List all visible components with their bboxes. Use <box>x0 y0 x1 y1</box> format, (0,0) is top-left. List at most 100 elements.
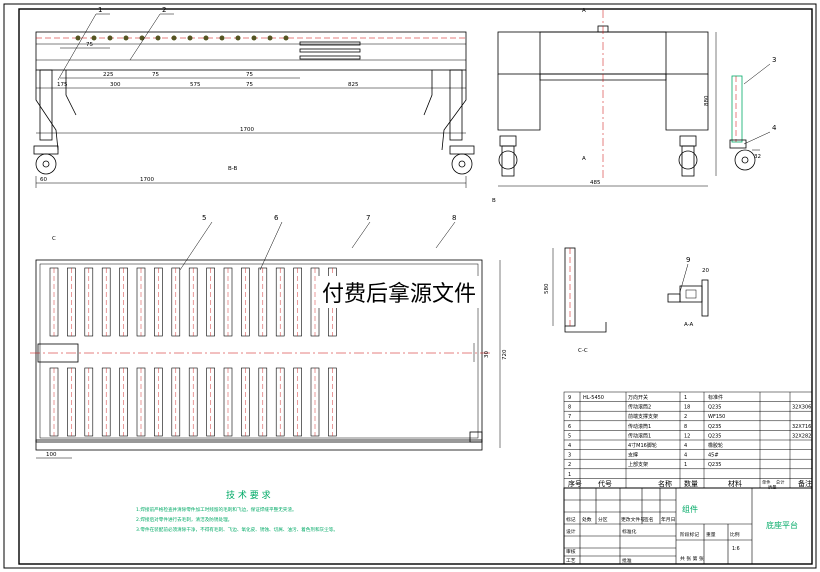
bom-cell-no: 4 <box>568 443 571 449</box>
bom-cell-no: 6 <box>568 424 571 430</box>
bom-header-unit-mass: 单件 <box>762 478 770 485</box>
view-label-c: C <box>52 236 56 242</box>
view-label-b: B <box>492 198 496 204</box>
bom-cell-name: 传动滚筒1 <box>628 423 651 430</box>
bom-cell-name: 支撑 <box>628 452 638 459</box>
callout-1: 1 <box>98 6 102 14</box>
view-label-aa: A-A <box>684 322 694 328</box>
callout-4: 4 <box>772 124 777 132</box>
bom-table <box>563 391 813 489</box>
detail-9 <box>667 279 709 317</box>
tb-mark: 标记 <box>566 516 576 523</box>
bom-cell-no: 7 <box>568 414 571 420</box>
dim-front-mid-3: 75 <box>246 82 253 88</box>
bom-cell-material: Q235 <box>708 462 721 468</box>
detail-3-dim-text: 32 <box>754 154 761 160</box>
bom-cell-no: 3 <box>568 453 571 459</box>
tb-weight: 重量 <box>706 531 716 538</box>
roller-dots <box>75 35 289 41</box>
dim-detail3-width: 32 <box>754 154 761 160</box>
bom-cell-note: 32X282 <box>792 433 811 439</box>
tech-req-item-1: 1.焊接前严格检查并清除零件加工时残留的毛刺和飞边，保证焊缝平整无夹渣。 <box>136 506 297 513</box>
bom-cell-material: Q235 <box>708 405 721 411</box>
callout-2: 2 <box>162 6 166 14</box>
dim-front-base: 1700 <box>140 177 154 183</box>
callout-7: 7 <box>366 214 370 222</box>
detail-9-text: 20 A-A <box>684 268 709 328</box>
tb-review: 审核 <box>566 548 576 555</box>
front-dimensions <box>35 47 467 188</box>
dim-front-top-2: 75 <box>152 72 159 78</box>
dim-front-mid-2: 575 <box>190 82 201 88</box>
bom-cell-qty: 4 <box>684 453 687 459</box>
bom-header-note: 备注 <box>798 479 812 488</box>
view-label-a-bottom: A <box>582 156 586 162</box>
bom-header-no: 序号 <box>568 479 582 488</box>
callout-leaders <box>57 13 771 293</box>
plan-dimensions <box>36 260 501 459</box>
tb-scale-value: 1:6 <box>732 546 740 552</box>
dim-front-top-1: 225 <box>103 72 114 78</box>
dim-detail9-width: 20 <box>702 268 709 274</box>
bom-cell-name: 传动滚筒1 <box>628 432 651 439</box>
bom-cell-qty: 18 <box>684 405 690 411</box>
dim-front-mid-4: 825 <box>348 82 359 88</box>
bom-cell-name: 前端支撑支架 <box>628 413 658 420</box>
bom-cell-qty: 1 <box>684 395 687 401</box>
bom-cell-name: 4寸M16脚轮 <box>628 442 657 449</box>
plan-dim-text: 720 100 30 C <box>46 236 508 458</box>
bom-cell-material: WF150 <box>708 414 725 420</box>
bom-cell-qty: 1 <box>684 462 687 468</box>
dim-front-mid-0: 175 <box>57 82 68 88</box>
tech-requirements: 技 术 要 求 1.焊接前严格检查并清除零件加工时残留的毛刺和飞边，保证焊缝平整… <box>136 489 338 533</box>
tb-sign: 签名 <box>644 516 654 523</box>
dim-plan-left: 100 <box>46 452 57 458</box>
bom-cell-name: 上部支架 <box>628 461 648 468</box>
dim-cc-height: 580 <box>544 283 550 294</box>
plan-view <box>35 259 483 451</box>
bom-header-name: 名称 <box>658 479 672 488</box>
plan-rollers <box>49 267 337 437</box>
bom-header-qty: 数量 <box>684 479 698 488</box>
tb-scale: 比例 <box>730 531 740 538</box>
bom-cell-name: 传动滚筒2 <box>628 404 651 411</box>
bom-cell-note: 32X306 <box>792 405 811 411</box>
bom-cell-qty: 4 <box>684 443 687 449</box>
section-cc-text: 580 C-C <box>544 283 588 354</box>
tb-approve: 批准 <box>622 557 632 564</box>
tb-material-cell: 组件 <box>682 504 698 514</box>
bom-cell-material: Q235 <box>708 424 721 430</box>
bom-cell-material: 标准件 <box>708 394 723 401</box>
bom-cell-name: 万向开关 <box>628 394 648 401</box>
bom-cell-qty: 2 <box>684 414 687 420</box>
dim-front-top-0: 75 <box>86 42 93 48</box>
tb-drawing-name: 底座平台 <box>766 520 798 530</box>
tb-date: 年月日 <box>661 516 675 523</box>
dim-side-width: 485 <box>590 180 601 186</box>
dim-front-mid-1: 300 <box>110 82 121 88</box>
tb-process: 工艺 <box>566 558 576 564</box>
callout-6: 6 <box>274 214 279 222</box>
view-label-a-top: A <box>582 8 586 14</box>
callout-9: 9 <box>686 256 690 264</box>
dim-side-height: 880 <box>704 95 710 106</box>
bom-cell-no: 8 <box>568 405 571 411</box>
dim-front-top-3: 75 <box>246 72 253 78</box>
tb-change-doc: 更改文件号 <box>621 516 645 523</box>
tech-req-title: 技 术 要 求 <box>226 489 271 501</box>
dim-front-base-small: 60 <box>40 177 47 183</box>
tech-req-item-2: 2.焊接后对零件进行去毛刺，清洁及防锈处理。 <box>136 516 232 523</box>
bom-cell-code: HL-5450 <box>583 395 604 401</box>
bom-header-mass: 质量 <box>768 483 776 490</box>
bom-cell-material: Q235 <box>708 433 721 439</box>
tb-design: 设计 <box>566 528 576 535</box>
front-dim-text: 75 225 75 75 175 300 575 75 825 1700 60 … <box>40 42 359 183</box>
callout-5: 5 <box>202 214 206 222</box>
front-view <box>33 31 475 175</box>
side-dim-text: 485 880 A A B <box>492 8 710 204</box>
callout-3: 3 <box>772 56 776 64</box>
view-label-cc: C-C <box>578 348 588 354</box>
bom-header-material: 材料 <box>728 479 742 488</box>
view-label-bb: B-B <box>228 166 238 172</box>
